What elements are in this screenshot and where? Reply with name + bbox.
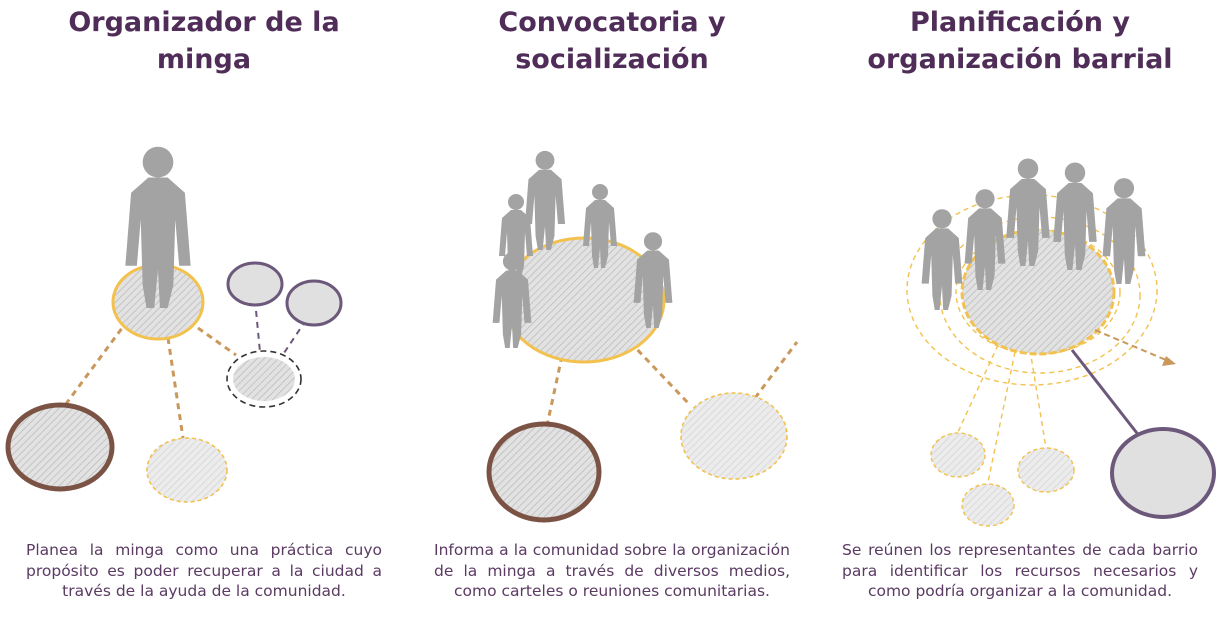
panel-planificacion: Planificación y organización barrial Se …	[816, 0, 1224, 643]
link-dashed	[987, 351, 1016, 483]
dashed-gold-circle	[1017, 447, 1075, 493]
outline-circle-purple	[1110, 427, 1216, 519]
panel-description: Planea la minga como una práctica cuyo p…	[26, 541, 382, 600]
panel-convocatoria: Convocatoria y socialización Informa a l…	[408, 0, 816, 643]
link-dashed	[628, 340, 692, 407]
brown-circle	[486, 421, 602, 523]
panel-description: Informa a la comunidad sobre la organiza…	[434, 541, 790, 600]
link-dashed	[166, 337, 185, 439]
panel-title: Organizador de la minga	[68, 7, 340, 75]
dashed-gold-circle	[961, 483, 1015, 527]
link-dashed	[957, 344, 999, 433]
brown-circle	[5, 402, 115, 492]
inner-circle	[233, 357, 295, 401]
arrow-dashed	[1094, 329, 1167, 361]
link-dashed	[544, 355, 564, 431]
dashed-gold-circle	[930, 432, 986, 478]
outer-dashed-ring	[955, 229, 1121, 355]
link-dashed	[58, 319, 130, 413]
link-dashed	[254, 299, 261, 353]
link-dashed	[1029, 349, 1047, 449]
panel-2-artwork	[486, 150, 799, 523]
panel-3-artwork	[906, 158, 1216, 527]
outline-circle-purple	[226, 261, 284, 307]
connector-line	[1070, 349, 1142, 438]
panel-description: Se reúnen los representantes de cada bar…	[842, 541, 1198, 600]
link-dashed	[197, 326, 237, 357]
outline-circle-purple	[285, 279, 343, 327]
dashed-gold-circle	[680, 392, 788, 480]
link-dashed	[281, 319, 307, 357]
panel-organizador: Organizador de la minga Planea la minga …	[0, 0, 408, 643]
outer-dashed-ring	[906, 194, 1158, 386]
link-dashed	[753, 341, 799, 399]
panel-1-artwork	[5, 146, 343, 503]
dashed-ring	[226, 350, 302, 408]
dashed-gold-circle	[146, 437, 228, 503]
panel-title: Planificación y organización barrial	[867, 7, 1173, 75]
arrowhead-icon	[1162, 356, 1176, 366]
panel-title: Convocatoria y socialización	[498, 7, 726, 75]
